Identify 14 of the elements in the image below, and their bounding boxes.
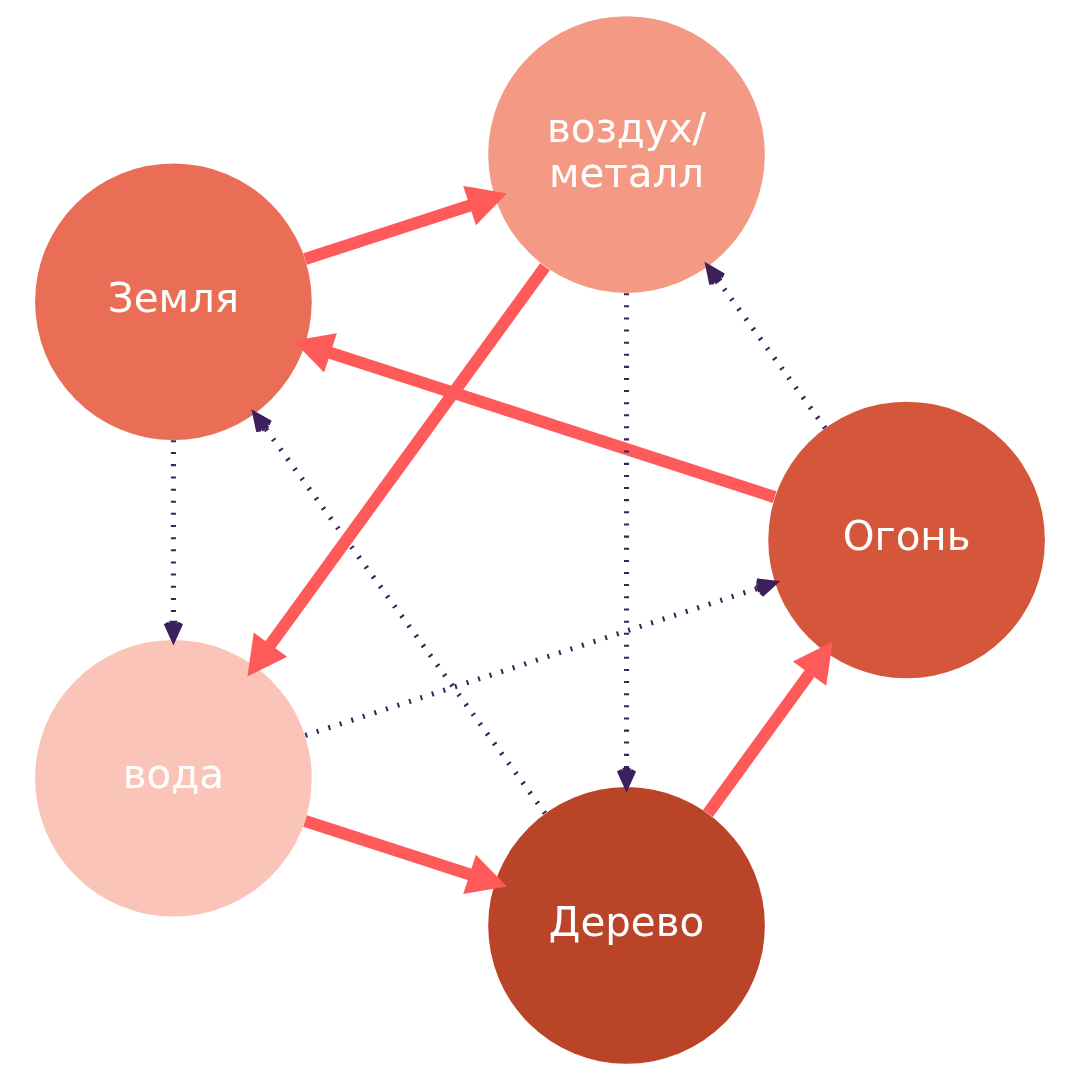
node-circle: Земля xyxy=(35,163,312,441)
arrow xyxy=(304,578,778,738)
node-circle: воздух/ металл xyxy=(488,16,765,293)
arrow xyxy=(616,293,637,790)
node-circle: Дерево xyxy=(488,787,765,1064)
arrow xyxy=(252,411,548,815)
arrow xyxy=(293,333,777,503)
arrow xyxy=(703,641,833,817)
arrow xyxy=(705,264,828,430)
arrow xyxy=(247,263,550,677)
arrow xyxy=(303,815,507,895)
node-circle: вода xyxy=(35,639,312,917)
arrow xyxy=(303,185,507,265)
node-circle: Огонь xyxy=(768,401,1045,679)
